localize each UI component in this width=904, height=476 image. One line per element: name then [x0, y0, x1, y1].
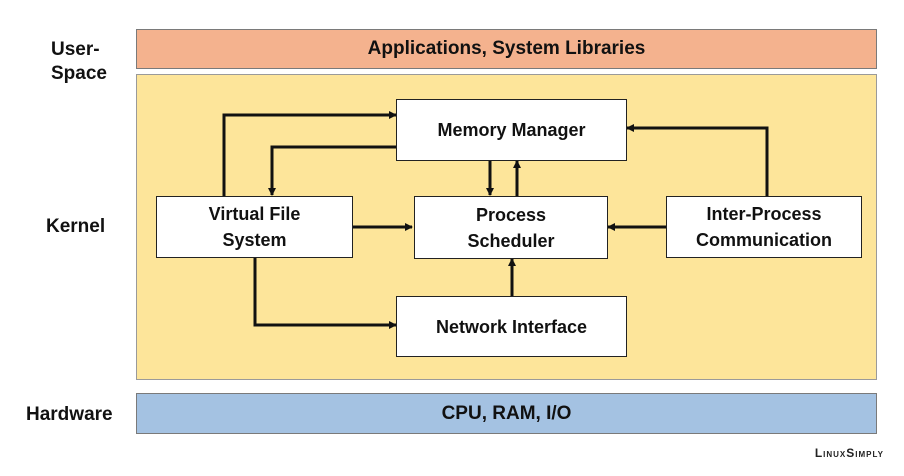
- kernel-label: Kernel: [46, 216, 106, 237]
- virtual-file-system-box: Virtual File System: [156, 196, 353, 258]
- network-interface-box: Network Interface: [396, 296, 627, 357]
- brand-logo-text: LinuxSimply: [814, 446, 884, 460]
- user-space-label: User- Space: [51, 39, 107, 84]
- inter-process-communication-box: Inter-Process Communication: [666, 196, 862, 258]
- process-scheduler-box: Process Scheduler: [414, 196, 608, 259]
- memory-manager-box: Memory Manager: [396, 99, 627, 161]
- hardware-layer: CPU, RAM, I/O: [136, 393, 877, 434]
- hardware-label: Hardware: [26, 404, 113, 425]
- user-space-layer: Applications, System Libraries: [136, 29, 877, 69]
